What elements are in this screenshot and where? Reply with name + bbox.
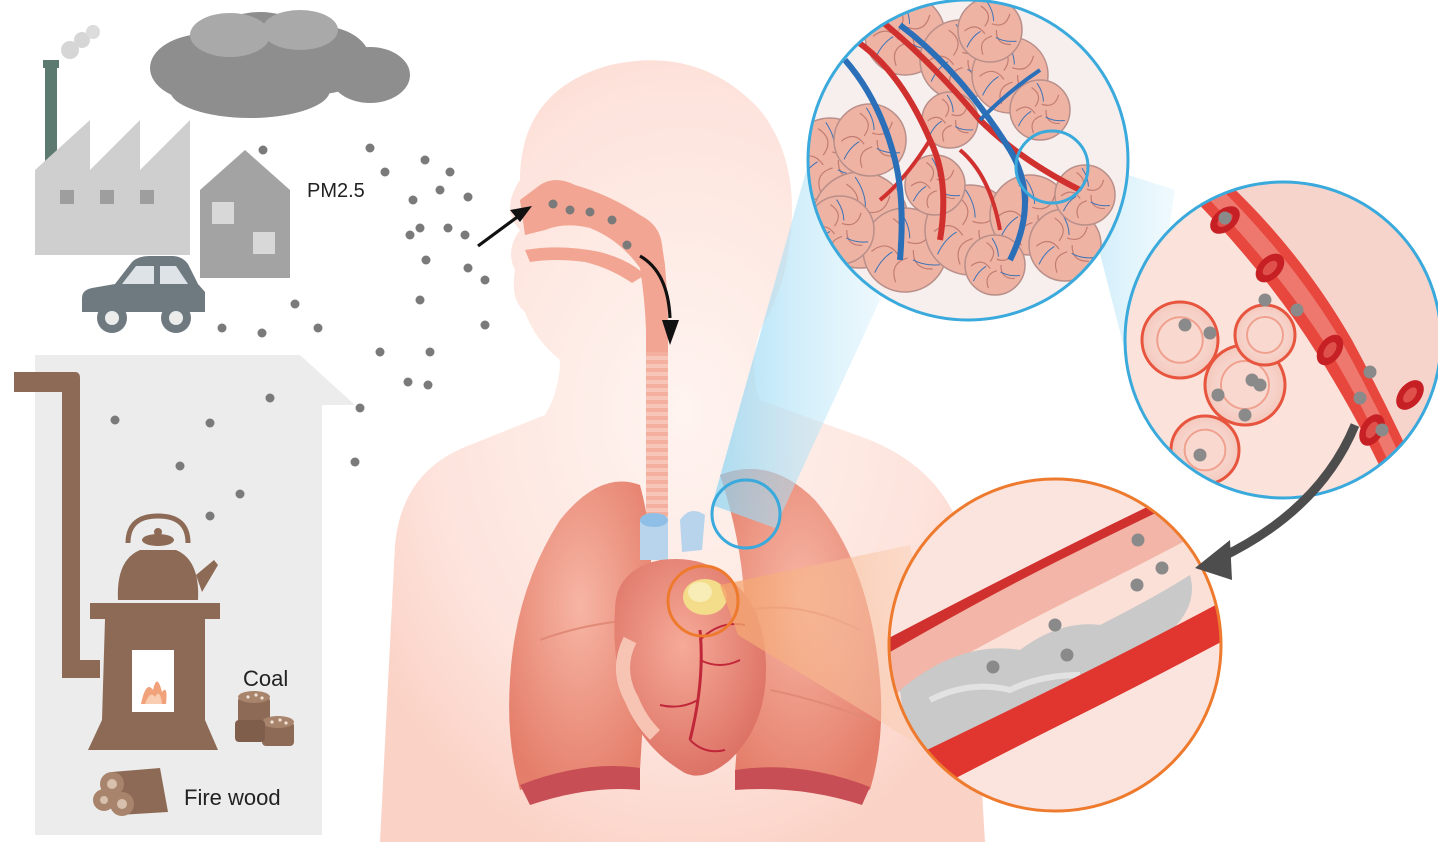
pm25-particle — [1049, 619, 1062, 632]
firewood-icon — [93, 768, 168, 816]
smoke-cloud-icon — [150, 10, 410, 118]
trachea-ring — [646, 444, 668, 448]
trachea-ring — [646, 372, 668, 376]
pm25-particle — [176, 462, 185, 471]
alveolus-lobe — [958, 0, 1022, 62]
pm25-particle — [236, 490, 245, 499]
car-icon — [82, 256, 205, 333]
pm25-particle — [258, 329, 267, 338]
trachea-ring — [646, 508, 668, 512]
pm25-particle — [422, 256, 431, 265]
pm25-particle — [1132, 534, 1145, 547]
pm25-particle — [1219, 212, 1232, 225]
trachea-ring — [646, 412, 668, 416]
pm25-particle — [1364, 366, 1377, 379]
pm25-particle — [416, 296, 425, 305]
pm25-particle — [1254, 379, 1267, 392]
pm25-particle — [351, 458, 360, 467]
pm25-particle — [444, 224, 453, 233]
alveolar-sac-inner — [1185, 430, 1226, 471]
pm25-particle — [409, 196, 418, 205]
trachea-ring — [646, 388, 668, 392]
pm25-particle — [464, 193, 473, 202]
pm25-particle — [1179, 319, 1192, 332]
pm25-particle — [1156, 562, 1169, 575]
pm25-particle — [566, 206, 575, 215]
pm25-particle — [1061, 649, 1074, 662]
pm25-particle — [586, 208, 595, 217]
trachea-ring — [646, 356, 668, 360]
pm25-particle — [314, 324, 323, 333]
trachea-ring — [646, 476, 668, 480]
trachea-ring — [646, 468, 668, 472]
trachea-ring — [646, 452, 668, 456]
coal-label: Coal — [243, 666, 288, 691]
pm25-particle — [549, 200, 558, 209]
pm25-particle — [416, 224, 425, 233]
pm25-particle — [111, 416, 120, 425]
pm25-particle — [1194, 449, 1207, 462]
pm25-particle — [608, 216, 617, 225]
trachea-ring — [646, 396, 668, 400]
pm25-particle — [206, 419, 215, 428]
trachea-ring — [646, 428, 668, 432]
pm25-particle — [404, 378, 413, 387]
pm25-particle — [464, 264, 473, 273]
house-icon — [200, 150, 290, 278]
trachea-ring — [646, 380, 668, 384]
pm25-particle — [406, 231, 415, 240]
pm25-particle — [366, 144, 375, 153]
pm25-particle — [446, 168, 455, 177]
pm25-particle — [436, 186, 445, 195]
pm25-particle — [461, 231, 470, 240]
pm25-particle — [206, 512, 215, 521]
pm25-particle — [987, 661, 1000, 674]
trachea-ring — [646, 500, 668, 504]
pm25-label: PM2.5 — [307, 180, 365, 202]
trachea-ring — [646, 420, 668, 424]
pm25-particle — [1259, 294, 1272, 307]
trachea-ring — [646, 492, 668, 496]
trachea-ring — [646, 364, 668, 368]
pm25-particle — [1354, 392, 1367, 405]
pm25-particle — [481, 321, 490, 330]
trachea-ring — [646, 460, 668, 464]
pm25-particle — [1212, 389, 1225, 402]
trachea-ring — [646, 484, 668, 488]
pm25-particle — [424, 381, 433, 390]
pm25-particle — [1291, 304, 1304, 317]
pm25-particle — [1376, 424, 1389, 437]
pm25-particle — [266, 394, 275, 403]
pm25-particle — [356, 404, 365, 413]
alveolar-sac-inner — [1247, 317, 1283, 353]
pm25-particle — [259, 146, 268, 155]
pm25-particle — [1239, 409, 1252, 422]
pm25-particle — [426, 348, 435, 357]
pm25-particle — [218, 324, 227, 333]
fire-wood-label: Fire wood — [184, 785, 281, 810]
trachea-ring — [646, 404, 668, 408]
pm25-particle — [376, 348, 385, 357]
pm25-particle — [421, 156, 430, 165]
pm25-particle — [481, 276, 490, 285]
pm25-particle — [1204, 327, 1217, 340]
pm25-particle — [291, 300, 300, 309]
pm25-particle — [623, 241, 632, 250]
trachea-ring — [646, 436, 668, 440]
pm25-particle — [381, 168, 390, 177]
pm25-particle — [1131, 579, 1144, 592]
